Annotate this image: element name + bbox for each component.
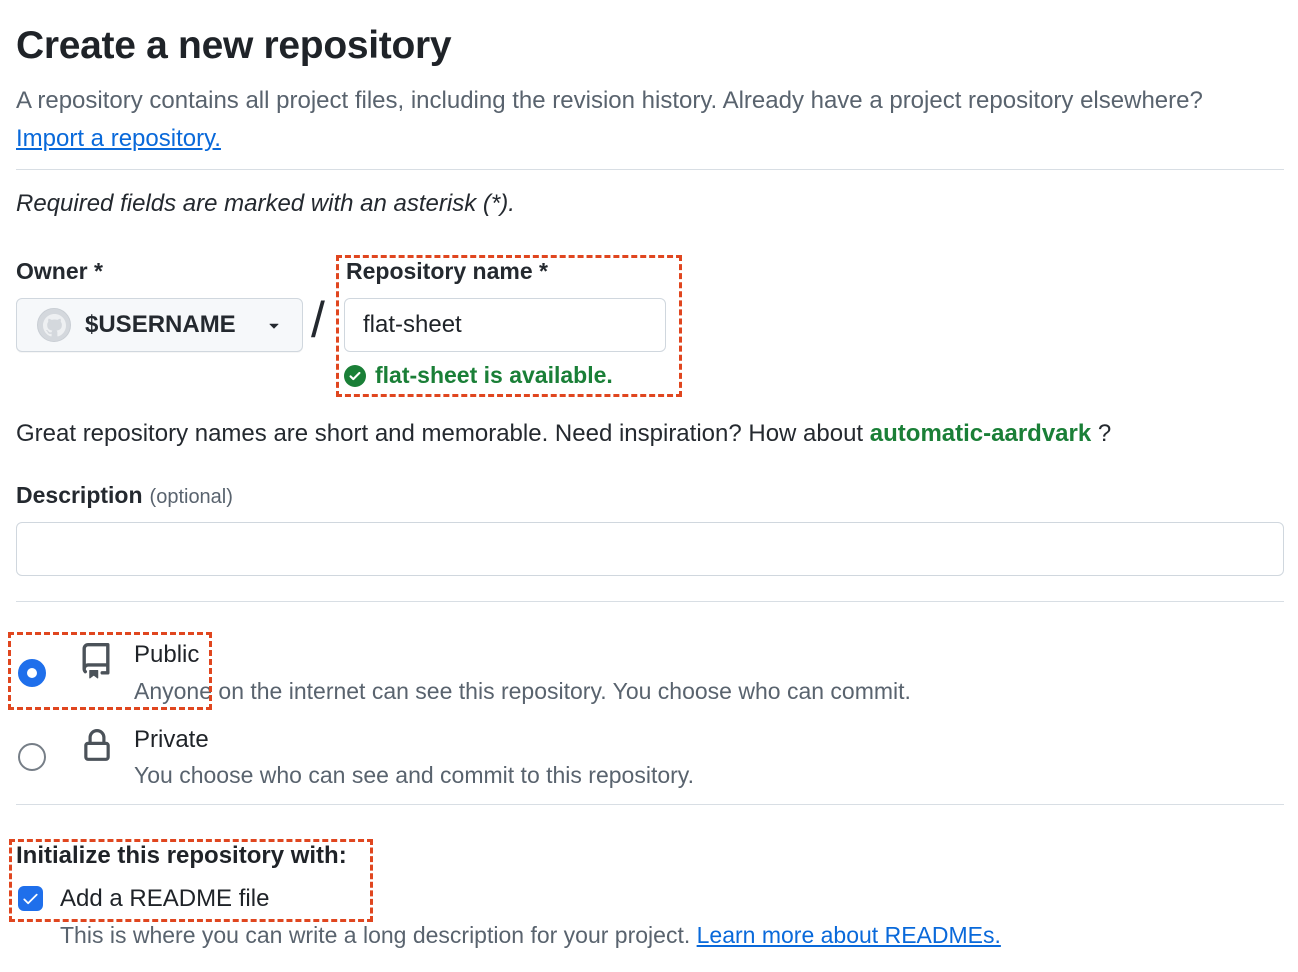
private-radio[interactable] xyxy=(18,743,46,771)
triangle-down-icon xyxy=(264,315,284,335)
suggested-repo-name: automatic-aardvark xyxy=(869,420,1092,447)
readme-help-text: This is where you can write a long descr… xyxy=(60,922,1001,949)
required-fields-note: Required fields are marked with an aster… xyxy=(16,190,515,217)
private-description: You choose who can see and commit to thi… xyxy=(134,762,694,788)
intro-text: A repository contains all project files,… xyxy=(16,87,1203,114)
initialize-heading: Initialize this repository with: xyxy=(16,842,347,869)
page-title: Create a new repository xyxy=(16,24,452,67)
repo-book-icon xyxy=(78,643,114,679)
readme-help-prefix: This is where you can write a long descr… xyxy=(60,922,697,948)
description-label-row: Description (optional) xyxy=(16,482,233,509)
availability-message: flat-sheet is available. xyxy=(344,362,613,389)
owner-repo-separator: / xyxy=(311,292,325,348)
owner-dropdown[interactable]: $USERNAME xyxy=(16,298,303,352)
repository-name-input[interactable] xyxy=(344,298,666,352)
import-repository-link[interactable]: Import a repository. xyxy=(16,125,221,152)
inspiration-prefix: Great repository names are short and mem… xyxy=(16,420,870,447)
public-label[interactable]: Public xyxy=(134,641,200,668)
description-input[interactable] xyxy=(16,522,1284,576)
divider xyxy=(16,169,1284,170)
check-icon xyxy=(23,893,38,905)
description-label: Description xyxy=(16,482,143,508)
lock-icon xyxy=(80,729,114,763)
github-mark-icon xyxy=(42,313,66,336)
inspiration-text: Great repository names are short and mem… xyxy=(16,420,1111,448)
private-label[interactable]: Private xyxy=(134,726,209,753)
divider xyxy=(16,804,1284,805)
avatar xyxy=(37,308,71,342)
learn-more-readmes-link[interactable]: Learn more about READMEs. xyxy=(696,922,1001,948)
inspiration-suffix: ? xyxy=(1091,420,1112,447)
divider xyxy=(16,601,1284,602)
check-circle-icon xyxy=(344,364,366,387)
readme-checkbox[interactable] xyxy=(18,886,43,911)
availability-text: flat-sheet is available. xyxy=(375,362,613,388)
owner-label: Owner * xyxy=(16,258,103,284)
public-description: Anyone on the internet can see this repo… xyxy=(134,678,911,704)
public-radio[interactable] xyxy=(18,659,46,687)
repository-name-label: Repository name * xyxy=(346,258,548,284)
optional-hint: (optional) xyxy=(149,486,233,508)
owner-name: $USERNAME xyxy=(85,311,236,338)
readme-label[interactable]: Add a README file xyxy=(60,885,270,912)
intro-paragraph: A repository contains all project files,… xyxy=(16,82,1211,158)
